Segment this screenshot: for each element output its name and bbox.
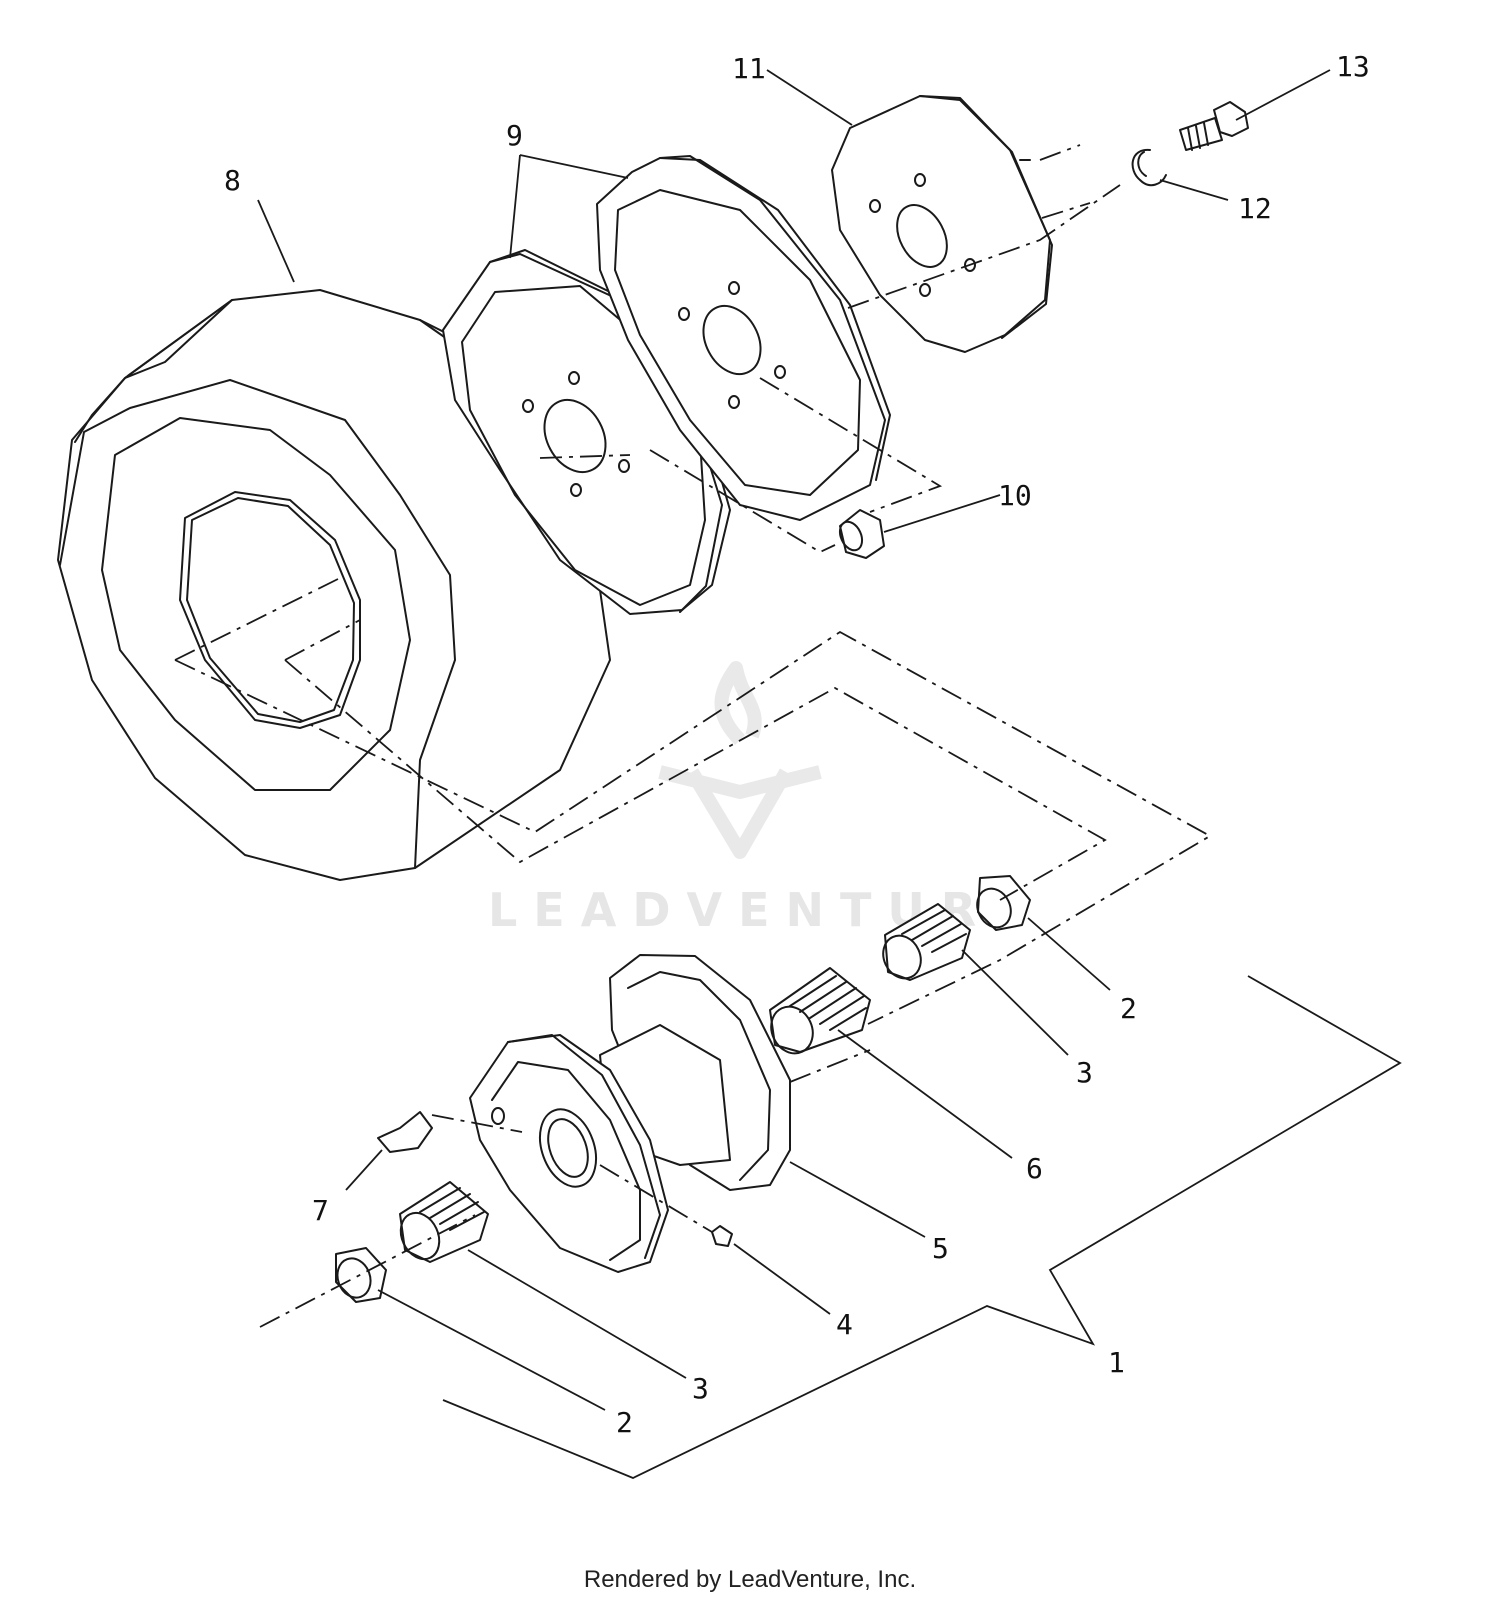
retaining-ring-part-12	[1131, 148, 1167, 187]
spacer-part-10	[838, 509, 885, 559]
callout-9: 9	[506, 119, 523, 152]
hub-disc-part-11	[831, 95, 1053, 353]
bearing-part-3-upper	[882, 903, 971, 981]
callout-labels: 1 2 2 3 3 4 5 6 7 8 9 10 11 12 13	[224, 50, 1370, 1439]
callout-8: 8	[224, 164, 241, 197]
leader-lines	[257, 69, 1331, 1411]
callout-13: 13	[1336, 50, 1370, 83]
bushing-part-2-lower	[335, 1247, 387, 1303]
callout-3-upper: 3	[1076, 1056, 1093, 1089]
callout-2-lower: 2	[616, 1406, 633, 1439]
callout-1: 1	[1108, 1346, 1125, 1379]
callout-4: 4	[836, 1308, 853, 1341]
valve-part-4	[711, 1225, 733, 1247]
assembly-bracket-part-1	[442, 975, 1402, 1479]
hub-part-5	[469, 954, 791, 1273]
bolt-part-13	[1179, 101, 1249, 151]
assembly-centerlines	[174, 144, 1212, 1328]
wheel-rim-part-9-rear	[596, 155, 891, 521]
callout-6: 6	[1026, 1152, 1043, 1185]
grease-fitting-part-7	[377, 1111, 433, 1153]
callout-7: 7	[312, 1194, 329, 1227]
callout-2-upper: 2	[1120, 992, 1137, 1025]
callout-5: 5	[932, 1232, 949, 1265]
callout-12: 12	[1238, 192, 1272, 225]
callout-3-lower: 3	[692, 1372, 709, 1405]
callout-11: 11	[732, 52, 766, 85]
bearing-part-6	[769, 967, 871, 1055]
render-credit: Rendered by LeadVenture, Inc.	[583, 1566, 917, 1593]
watermark-logo-icon	[658, 661, 822, 859]
callout-10: 10	[998, 479, 1032, 512]
tire-part-8	[57, 289, 611, 881]
bearing-part-3-lower	[399, 1181, 489, 1263]
